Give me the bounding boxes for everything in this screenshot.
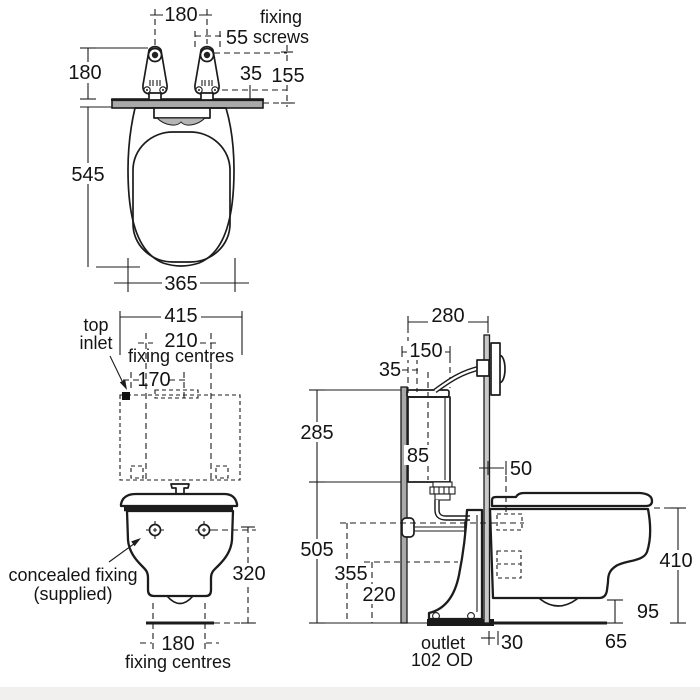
label-fixing-screws-1: fixing xyxy=(260,7,302,27)
dim-plan-pan-length: 545 xyxy=(71,164,104,186)
dim-front-inlet-offset: 170 xyxy=(137,369,170,391)
dim-side-outlet-offset: 65 xyxy=(605,631,627,653)
seat-plan-outline xyxy=(132,131,231,263)
dim-front-cistern-fixing-centres: 210 xyxy=(164,330,197,352)
dim-plan-bracket-centres: 180 xyxy=(164,4,197,26)
concealed-cistern-side xyxy=(406,389,456,501)
label-cistern-fixing-centres: fixing centres xyxy=(128,346,234,366)
label-concealed-fixing-1: concealed fixing xyxy=(8,565,137,585)
side-view xyxy=(309,316,686,645)
dim-plan-pan-width: 365 xyxy=(164,273,197,295)
plan-view xyxy=(80,9,295,292)
fixing-bracket-right xyxy=(194,45,220,101)
label-top-inlet-2: inlet xyxy=(79,333,112,353)
dim-plan-screw-span: 55 xyxy=(226,27,248,49)
dim-plan-screw-height: 155 xyxy=(271,65,304,87)
label-pan-fixing-centres: fixing centres xyxy=(125,652,231,672)
dim-side-rim-height: 410 xyxy=(659,550,692,572)
flush-bend-pipe xyxy=(434,500,470,521)
hinge-shadow xyxy=(155,117,207,126)
dim-side-underside-clearance: 95 xyxy=(637,601,659,623)
dim-side-cistern-depth: 85 xyxy=(407,445,429,467)
pan-front xyxy=(119,483,239,605)
photo-edge-band xyxy=(0,687,700,700)
label-concealed-fixing-2: (supplied) xyxy=(33,584,112,604)
mounting-frame-upright xyxy=(400,386,408,624)
dim-side-frame-depth: 280 xyxy=(431,305,464,327)
front-view xyxy=(108,311,256,652)
dim-side-flush-offset: 150 xyxy=(409,340,442,362)
top-inlet-marker xyxy=(122,392,130,400)
wall-panel xyxy=(483,334,491,624)
label-outlet-1: outlet xyxy=(421,633,465,653)
pan-plan-outline xyxy=(127,107,235,267)
support-bracket xyxy=(427,508,484,621)
fixing-screw-icon xyxy=(147,47,163,63)
label-outlet-2: 102 OD xyxy=(411,650,473,670)
flush-plate xyxy=(476,342,506,396)
dim-side-cistern-base-height: 505 xyxy=(300,539,333,561)
dim-side-wall-gap: 30 xyxy=(501,632,523,654)
concealed-cistern-outline xyxy=(119,389,241,481)
dim-side-cistern-height: 285 xyxy=(300,422,333,444)
dim-side-outlet-height: 220 xyxy=(362,584,395,606)
label-top-inlet-1: top xyxy=(83,315,108,335)
dimension-labels: 180 fixing screws 55 180 35 155 545 365 … xyxy=(8,4,696,672)
concealed-fixing-leader xyxy=(108,540,139,563)
dim-front-cistern-width: 415 xyxy=(164,305,197,327)
dim-front-fixing-height: 320 xyxy=(232,563,265,585)
flush-pipe xyxy=(433,365,481,394)
dim-side-cistern-offset: 35 xyxy=(379,359,401,381)
dim-side-fixing-inset: 50 xyxy=(510,458,532,480)
dim-plan-bracket-height: 180 xyxy=(68,62,101,84)
fixing-bracket-left xyxy=(142,45,168,101)
fixing-screw-icon xyxy=(199,47,215,63)
label-fixing-screws-2: screws xyxy=(253,27,309,47)
dim-plan-rail-offset: 35 xyxy=(240,63,262,85)
dim-front-pan-fixing-centres: 180 xyxy=(161,633,194,655)
pan-side-profile xyxy=(488,491,654,607)
frame-foot-plate xyxy=(427,619,494,626)
dim-side-inlet-height: 355 xyxy=(334,563,367,585)
inlet-valve xyxy=(401,517,415,538)
